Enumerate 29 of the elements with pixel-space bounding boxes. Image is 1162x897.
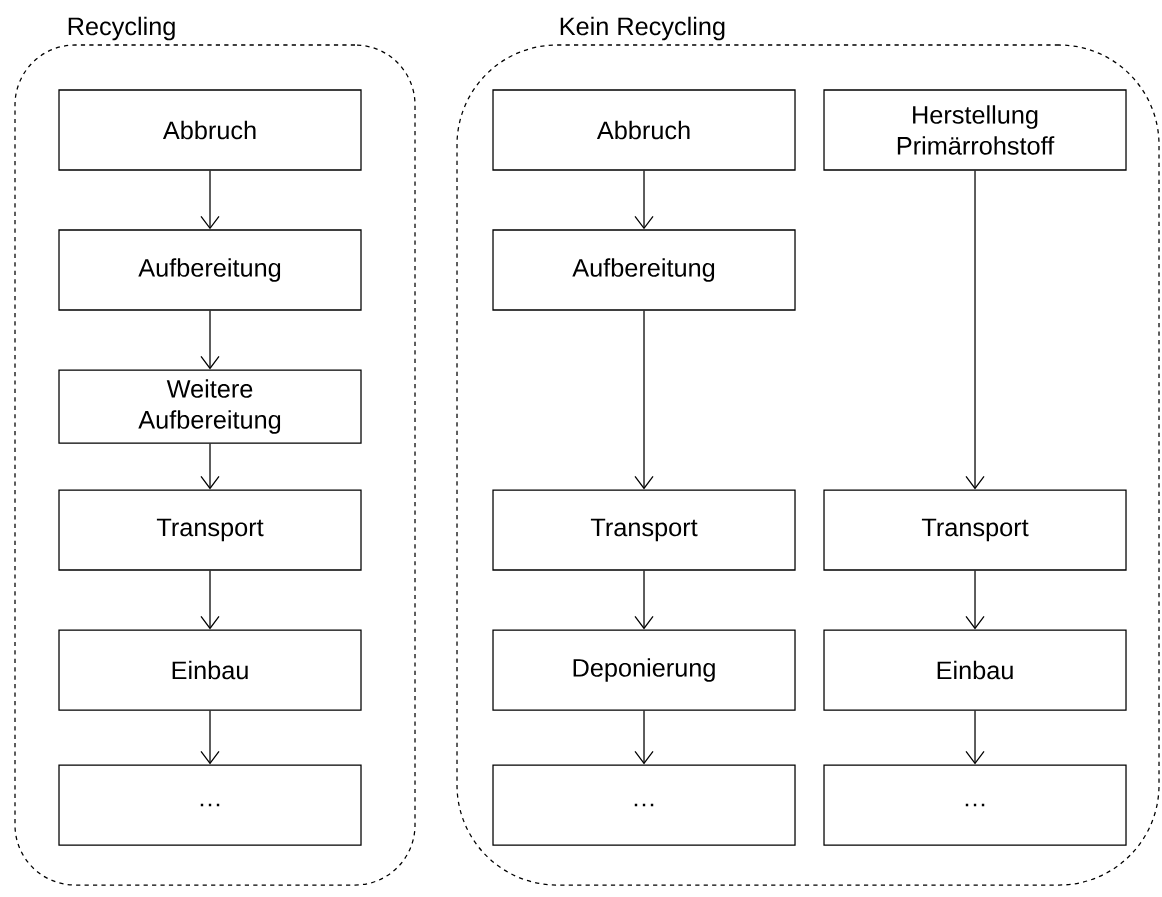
- process-box: Einbau: [823, 629, 1127, 711]
- process-box: Weitere Aufbereitung: [58, 369, 362, 444]
- process-box: Einbau: [58, 629, 362, 711]
- arrow: [200, 570, 220, 630]
- arrow: [634, 710, 654, 765]
- group-title: Recycling: [68, 16, 175, 41]
- arrow: [200, 310, 220, 370]
- group-title: Kein Recycling: [560, 16, 725, 41]
- arrow: [200, 170, 220, 230]
- process-box: …: [492, 764, 796, 846]
- process-box: Abbruch: [492, 89, 796, 171]
- process-box: …: [58, 764, 362, 846]
- arrow: [200, 710, 220, 765]
- arrow: [634, 570, 654, 630]
- process-box: Transport: [58, 489, 362, 571]
- arrow: [200, 443, 220, 490]
- arrow: [965, 570, 985, 630]
- process-box: Herstellung Primärrohstoff: [823, 89, 1127, 171]
- process-box: Transport: [492, 489, 796, 571]
- process-box: …: [823, 764, 1127, 846]
- arrow: [965, 170, 985, 490]
- arrow: [965, 710, 985, 765]
- process-box: Aufbereitung: [492, 229, 796, 311]
- process-box: Transport: [823, 489, 1127, 571]
- process-box: Abbruch: [58, 89, 362, 171]
- arrow: [634, 170, 654, 230]
- process-box: Deponierung: [492, 629, 796, 711]
- process-box: Aufbereitung: [58, 229, 362, 311]
- arrow: [634, 310, 654, 490]
